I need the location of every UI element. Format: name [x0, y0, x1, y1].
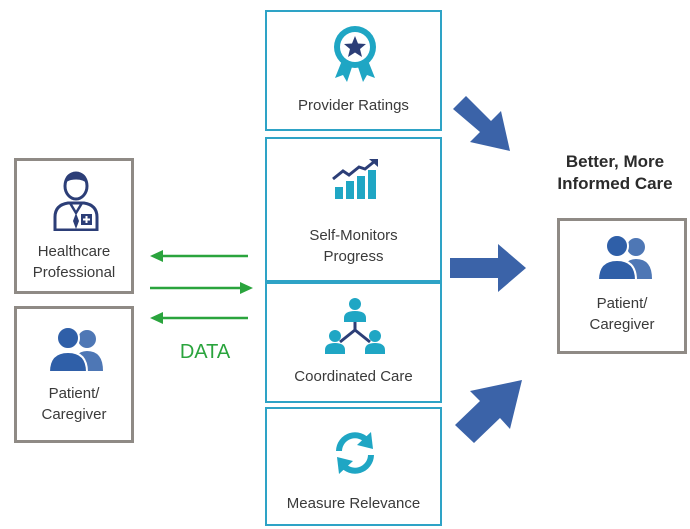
- item-label-coordinated-care: Coordinated Care: [294, 368, 413, 385]
- growth-chart-icon: [329, 157, 383, 201]
- provider-ratings-box: Provider Ratings: [265, 10, 442, 131]
- users-icon: [596, 233, 654, 281]
- patient-caregiver-label-left: Patient/ Caregiver: [41, 385, 107, 423]
- network-people-icon: [325, 298, 385, 356]
- item-label-provider-ratings: Provider Ratings: [298, 97, 409, 114]
- award-ribbon-icon: [329, 24, 381, 84]
- healthcare-professional-label: Healthcare Professional: [32, 243, 116, 281]
- measure-relevance-box: Measure Relevance: [265, 407, 442, 526]
- refresh-cycle-icon: [331, 429, 379, 477]
- users-icon: [47, 325, 105, 373]
- item-label-measure-relevance: Measure Relevance: [286, 495, 421, 512]
- arrow-relevance-to-outcome: [455, 380, 522, 443]
- outcome-title: Better, More Informed Care: [557, 152, 673, 193]
- patient-caregiver-label-right: Patient/ Caregiver: [589, 295, 655, 333]
- self-monitors-box: Self-Monitors Progress: [265, 137, 442, 282]
- healthcare-professional-box: Healthcare Professional: [14, 158, 134, 294]
- data-label: DATA: [179, 341, 231, 363]
- arrow-to-patient: [150, 312, 248, 324]
- arrow-from-professional: [150, 282, 253, 294]
- coordinated-care-box: Coordinated Care: [265, 282, 442, 403]
- arrow-to-professional: [150, 250, 248, 262]
- arrow-monitoring-to-outcome: [450, 244, 526, 292]
- arrow-ratings-to-outcome: [453, 96, 510, 151]
- patient-caregiver-box-right: Patient/ Caregiver: [557, 218, 687, 354]
- doctor-icon: [53, 169, 99, 231]
- patient-caregiver-box-left: Patient/ Caregiver: [14, 306, 134, 443]
- item-label-self-monitors: Self-Monitors Progress: [309, 227, 398, 265]
